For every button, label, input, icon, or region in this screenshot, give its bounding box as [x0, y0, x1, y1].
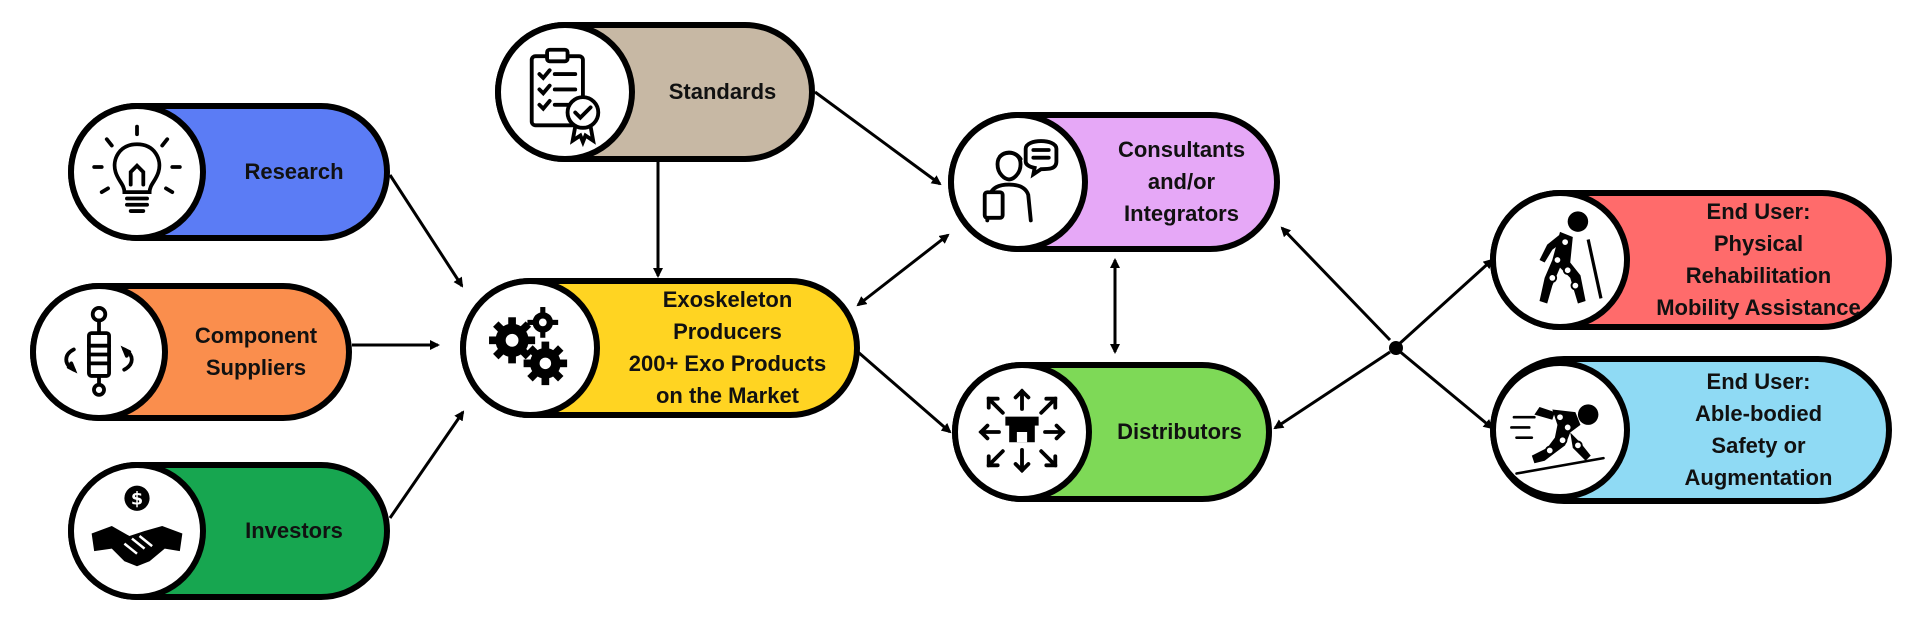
arrow-hub-to-rehab: [1396, 258, 1494, 347]
store-arrows-icon: [952, 362, 1092, 502]
lightbulb-icon: [68, 103, 206, 241]
gears-icon: [460, 278, 600, 418]
end-user-rehab-label: End User: Physical Rehabilitation Mobili…: [1631, 196, 1886, 324]
svg-text:$: $: [131, 490, 143, 510]
arrow-standards-to-consultants: [814, 90, 942, 186]
arrow-consultants-hub: [1280, 226, 1392, 342]
standards-label: Standards: [668, 79, 777, 104]
rehab-line3: Mobility Assistance: [1656, 295, 1861, 320]
handshake-dollar-icon: $: [68, 462, 206, 600]
actuator-icon: [30, 283, 168, 421]
arrow-hub-to-ablebodied: [1397, 348, 1494, 430]
producers-line3: 200+ Exo Products: [628, 351, 827, 376]
arrow-investors-to-producers: [388, 410, 465, 519]
ablebodied-line2: Able-bodied: [1694, 401, 1823, 426]
producers-line4: on the Market: [655, 383, 800, 408]
research-label: Research: [244, 159, 344, 184]
producers-line2: Producers: [673, 319, 782, 344]
consultant-icon: [948, 112, 1088, 252]
consultants-integrators-label: Consultants and/or Integrators: [1089, 118, 1274, 246]
component-suppliers-line2: Suppliers: [205, 355, 307, 380]
producers-line1: Exoskeleton: [662, 287, 793, 312]
junction-dot: [1389, 341, 1403, 355]
arrow-distributors-hub: [1273, 350, 1391, 430]
ablebodied-line3: Safety or: [1711, 433, 1806, 458]
component-suppliers-line1: Component: [194, 323, 318, 348]
exoskeleton-producers-label: Exoskeleton Producers 200+ Exo Products …: [601, 284, 854, 412]
ablebodied-line1: End User:: [1706, 369, 1811, 394]
rehab-line2: Physical Rehabilitation: [1685, 231, 1832, 288]
consultants-line2: and/or: [1147, 169, 1216, 194]
component-suppliers-label: Component Suppliers: [166, 289, 346, 415]
running-exoskeleton-icon: [1490, 360, 1630, 500]
end-user-ablebodied-label: End User: Able-bodied Safety or Augmenta…: [1631, 362, 1886, 498]
arrow-research-to-producers: [388, 174, 464, 288]
ablebodied-line4: Augmentation: [1684, 465, 1833, 490]
rehab-line1: End User:: [1706, 199, 1811, 224]
consultants-line1: Consultants: [1117, 137, 1246, 162]
arrow-producers-consultants: [856, 233, 950, 307]
arrow-producers-to-distributors: [857, 350, 952, 434]
consultants-line3: Integrators: [1124, 201, 1239, 226]
walking-exoskeleton-icon: [1490, 190, 1630, 330]
investors-label: Investors: [245, 518, 343, 543]
distributors-label: Distributors: [1117, 419, 1242, 444]
clipboard-certificate-icon: [495, 22, 635, 162]
